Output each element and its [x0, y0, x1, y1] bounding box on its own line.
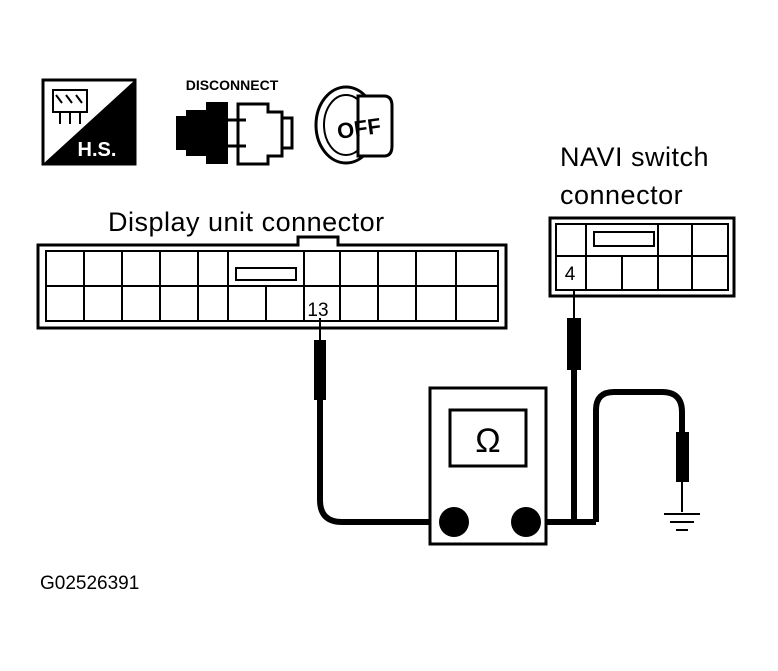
ohmmeter: Ω	[428, 386, 548, 546]
navi-terminal-label: 4	[565, 264, 576, 285]
display-terminal-label: 13	[307, 300, 328, 321]
display-connector-latch	[235, 267, 297, 281]
navi-connector-grid	[556, 224, 728, 290]
navi-connector-title-line1: NAVI switch	[560, 142, 709, 172]
harness-side-icon: H.S.	[41, 78, 137, 166]
disconnect-label: DISCONNECT	[186, 77, 279, 93]
navi-connector-latch	[593, 231, 655, 247]
navi-connector-title-line2: connector	[560, 180, 683, 210]
ground-lead	[593, 389, 689, 522]
figure-code: G02526391	[40, 573, 139, 594]
display-connector-title: Display unit connector	[108, 207, 385, 237]
ohm-symbol: Ω	[475, 422, 500, 460]
display-connector-grid	[46, 251, 498, 321]
probe-left	[314, 318, 454, 525]
ohmmeter-terminal-right	[511, 507, 541, 537]
ignition-off-icon: OFF	[314, 85, 394, 165]
key-off-label: OFF	[335, 113, 382, 144]
ohmmeter-display	[448, 408, 528, 468]
display-unit-connector: Display unit connector 13	[36, 207, 508, 330]
disconnect-icon: DISCONNECT	[176, 77, 294, 166]
hs-label: H.S.	[78, 139, 117, 161]
ground-icon	[664, 513, 700, 531]
ohmmeter-terminal-left	[439, 507, 469, 537]
navi-switch-connector: NAVI switch connector 4	[548, 142, 736, 298]
